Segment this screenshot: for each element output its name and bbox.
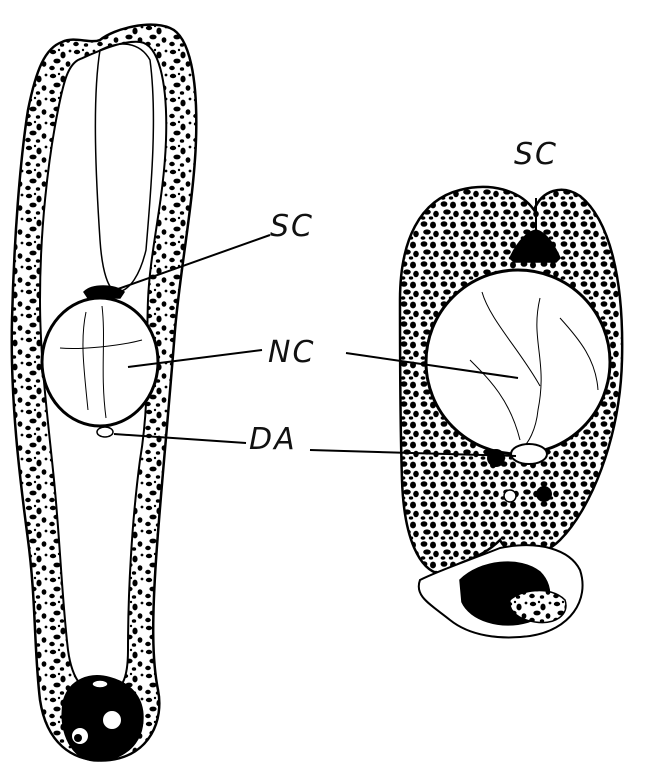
label-nc: NC — [268, 338, 315, 368]
label-sc-left: SC — [270, 212, 314, 242]
left-section — [12, 25, 197, 761]
right-dorsal-aorta — [511, 444, 547, 464]
label-da: DA — [249, 425, 297, 455]
label-sc-right: SC — [514, 140, 558, 170]
left-dorsal-aorta — [97, 427, 113, 437]
right-notochord — [426, 270, 610, 454]
left-spinal-cord — [84, 286, 124, 298]
right-section — [400, 187, 622, 638]
left-notochord — [42, 298, 158, 426]
